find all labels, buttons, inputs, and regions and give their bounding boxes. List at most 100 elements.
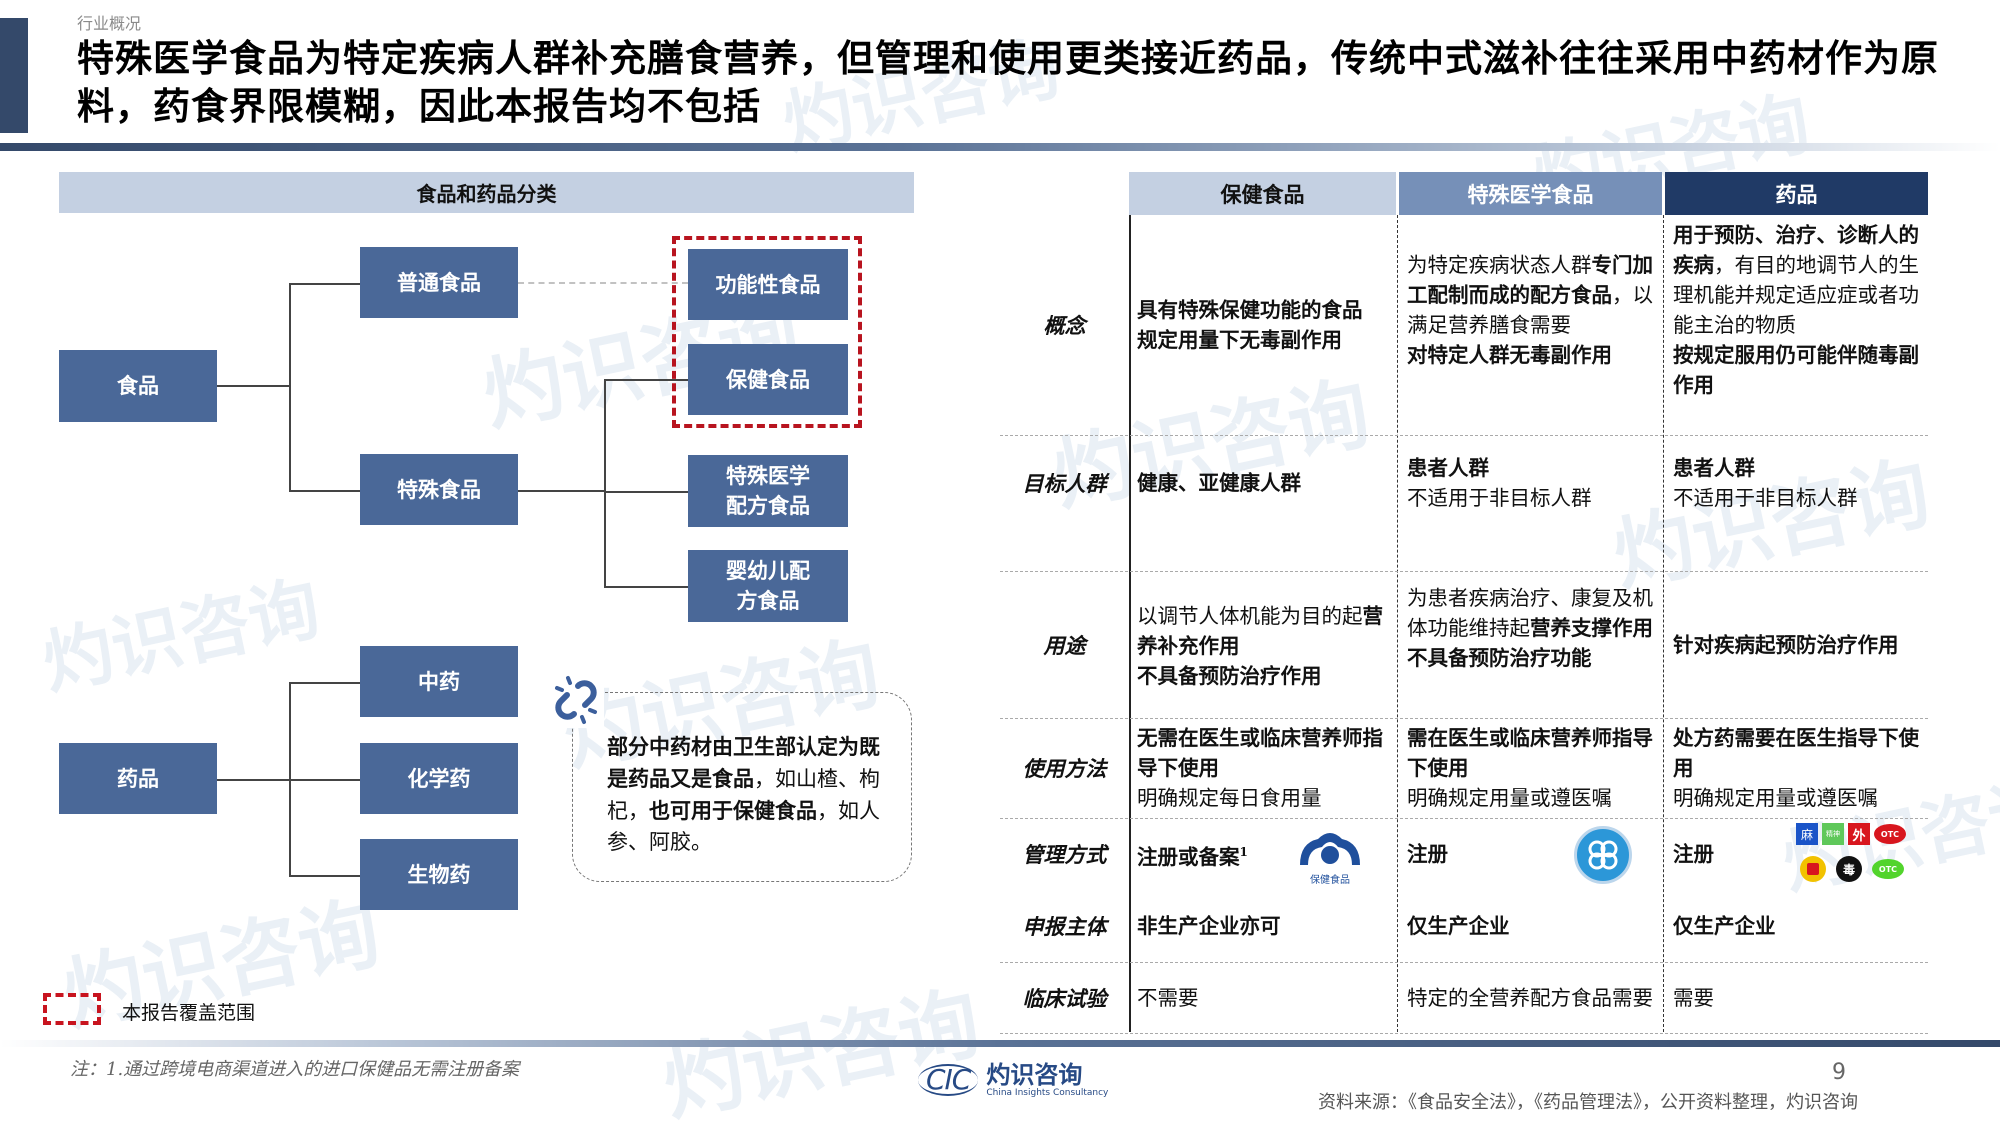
table-cell: 具有特殊保健功能的食品 规定用量下无毒副作用	[1129, 215, 1399, 435]
table-cell: 为特定疾病状态人群专门加工配制而成的配方食品，以满足营养膳食需要 对特定人群无毒…	[1399, 215, 1665, 435]
classification-title: 食品和药品分类	[59, 172, 914, 213]
cell-text: 明确规定每日食用量	[1137, 786, 1322, 810]
connector-line	[289, 283, 360, 285]
node-chemical-drug: 化学药	[360, 743, 518, 814]
cell-text: 为特定疾病状态人群	[1407, 253, 1592, 277]
table-cell: 用于预防、治疗、诊断人的疾病，有目的地调节人的生理机能并规定适应症或者功能主治的…	[1665, 215, 1930, 435]
column-header-drug: 药品	[1665, 172, 1928, 215]
node-biologic-drug: 生物药	[360, 839, 518, 910]
cell-text: 患者人群	[1673, 456, 1755, 480]
page-title: 特殊医学食品为特定疾病人群补充膳食营养，但管理和使用更类接近药品，传统中式滋补往…	[77, 36, 1939, 128]
narcotic-mark-icon: 麻	[1796, 823, 1818, 845]
node-drug: 药品	[59, 743, 217, 814]
cell-text: 规定用量下无毒副作用	[1137, 328, 1342, 352]
connector-line	[289, 490, 360, 492]
legend-label: 本报告覆盖范围	[122, 1002, 256, 1024]
table-cell: 注册或备案1	[1129, 818, 1399, 890]
cell-text: 患者人群	[1407, 456, 1489, 480]
table-rule	[1663, 215, 1664, 1032]
table-cell: 注册	[1665, 818, 1930, 890]
cell-text: 无需在医生或临床营养师指导下使用	[1137, 726, 1383, 780]
cell-text: 针对疾病起预防治疗作用	[1673, 632, 1899, 657]
connector-line	[604, 379, 688, 381]
title-divider	[0, 143, 2000, 151]
table-rule	[1397, 215, 1398, 1032]
table-cell: 健康、亚健康人群	[1129, 435, 1399, 571]
logo-mark: CIC	[918, 1064, 979, 1096]
connector-line	[217, 385, 289, 387]
header-accent-bar	[0, 18, 28, 133]
cell-text: 不需要	[1137, 985, 1199, 1010]
note-text: 部分中药材由卫生部认定为既是药品又是食品	[607, 734, 880, 791]
row-label-usage: 用途	[1043, 632, 1086, 658]
broken-link-icon	[548, 672, 604, 728]
row-label-method: 使用方法	[1022, 756, 1107, 781]
source-note: 资料来源：《食品安全法》，《药品管理法》，公开资料整理，灼识咨询	[1318, 1092, 1858, 1113]
cell-text: 注册或备案	[1137, 844, 1240, 869]
node-fsmp: 特殊医学配方食品	[688, 455, 848, 527]
table-cell: 无需在医生或临床营养师指导下使用 明确规定每日食用量	[1129, 718, 1399, 818]
node-infant-formula: 婴幼儿配方食品	[688, 550, 848, 622]
cell-text: 用于预防、治疗、诊断人的疾病	[1673, 223, 1919, 277]
column-header-fsmp: 特殊医学食品	[1399, 172, 1662, 215]
footnote-marker: 1	[1239, 844, 1248, 859]
cell-text: 健康、亚健康人群	[1137, 471, 1301, 495]
cell-text: 需要	[1673, 985, 1714, 1010]
otc-red-mark-icon: OTC	[1874, 824, 1906, 844]
cell-text: 为患者疾病治疗、康复及机体功能维持起	[1407, 586, 1653, 640]
section-label: 行业概况	[77, 14, 142, 33]
node-tcm: 中药	[360, 646, 518, 717]
watermark: 灼识咨询	[35, 566, 327, 706]
cell-text: 对特定人群无毒副作用	[1407, 343, 1612, 367]
cell-text: 注册或备案1	[1137, 837, 1399, 872]
cell-text: 营养补充作用	[1137, 604, 1383, 658]
table-cell: 处方药需要在医生指导下使用 明确规定用量或遵医嘱	[1665, 718, 1930, 818]
cell-text: 不适用于非目标人群	[1673, 486, 1858, 510]
node-food: 食品	[59, 350, 217, 422]
logo-text-block: 灼识咨询 China Insights Consultancy	[986, 1062, 1108, 1098]
legend-swatch	[43, 993, 101, 1025]
cell-text: 明确规定用量或遵医嘱	[1407, 786, 1612, 810]
note-text: ，如山楂、枸杞，	[607, 767, 880, 823]
table-cell: 仅生产企业	[1665, 890, 1930, 962]
cell-text: 处方药需要在医生指导下使用	[1673, 726, 1919, 780]
cell-text: 需在医生或临床营养师指导下使用	[1407, 726, 1653, 780]
connector-line	[289, 682, 291, 875]
table-cell: 注册	[1399, 818, 1665, 890]
row-divider	[1000, 435, 1928, 436]
row-divider	[1000, 571, 1928, 572]
poison-mark-icon: 毒	[1836, 856, 1862, 882]
cell-text: 具有特殊保健功能的食品	[1137, 298, 1363, 322]
row-label-management: 管理方式	[1022, 842, 1107, 867]
logo-cn: 灼识咨询	[986, 1061, 1083, 1089]
cell-text: ，有目的地调节人的生理机能并规定适应症或者功能主治的物质	[1673, 253, 1919, 337]
footnote: 注：1.通过跨境电商渠道进入的进口保健品无需注册备案	[70, 1059, 520, 1080]
connector-line	[604, 586, 688, 588]
drug-marks-group: 麻 精神 外 OTC 毒 OTC	[1796, 823, 1926, 885]
cell-text: 营养支撑作用	[1530, 616, 1653, 640]
node-health-food: 保健食品	[688, 344, 848, 415]
table-cell: 患者人群 不适用于非目标人群	[1399, 435, 1665, 571]
cell-text: ，以满足营养膳食需要	[1407, 283, 1653, 337]
cell-text: 明确规定用量或遵医嘱	[1673, 786, 1878, 810]
health-food-logo-icon: 保健食品	[1290, 825, 1370, 886]
table-cell: 特定的全营养配方食品需要	[1399, 962, 1665, 1033]
note-text: ，如人参、阿胶。	[607, 799, 880, 854]
cell-text: 仅生产企业	[1673, 914, 1776, 938]
cell-text: 特定的全营养配方食品需要	[1407, 985, 1653, 1010]
connector-line	[289, 283, 291, 490]
cell-text: 不适用于非目标人群	[1407, 486, 1592, 510]
row-divider	[1000, 962, 1928, 963]
connector-line	[217, 779, 289, 781]
table-cell: 非生产企业亦可	[1129, 890, 1399, 962]
cell-text: 注册	[1407, 842, 1448, 866]
row-label-applicant: 申报主体	[1022, 914, 1107, 939]
footer-divider	[0, 1040, 2000, 1047]
table-cell: 需在医生或临床营养师指导下使用 明确规定用量或遵医嘱	[1399, 718, 1665, 818]
row-label-target: 目标人群	[1022, 471, 1107, 496]
table-rule	[1129, 215, 1131, 1032]
connector-line	[518, 490, 604, 492]
row-divider	[1000, 718, 1928, 719]
row-label-clinical: 临床试验	[1022, 985, 1107, 1011]
cell-text: 按规定服用仍可能伴随毒副作用	[1673, 343, 1919, 397]
